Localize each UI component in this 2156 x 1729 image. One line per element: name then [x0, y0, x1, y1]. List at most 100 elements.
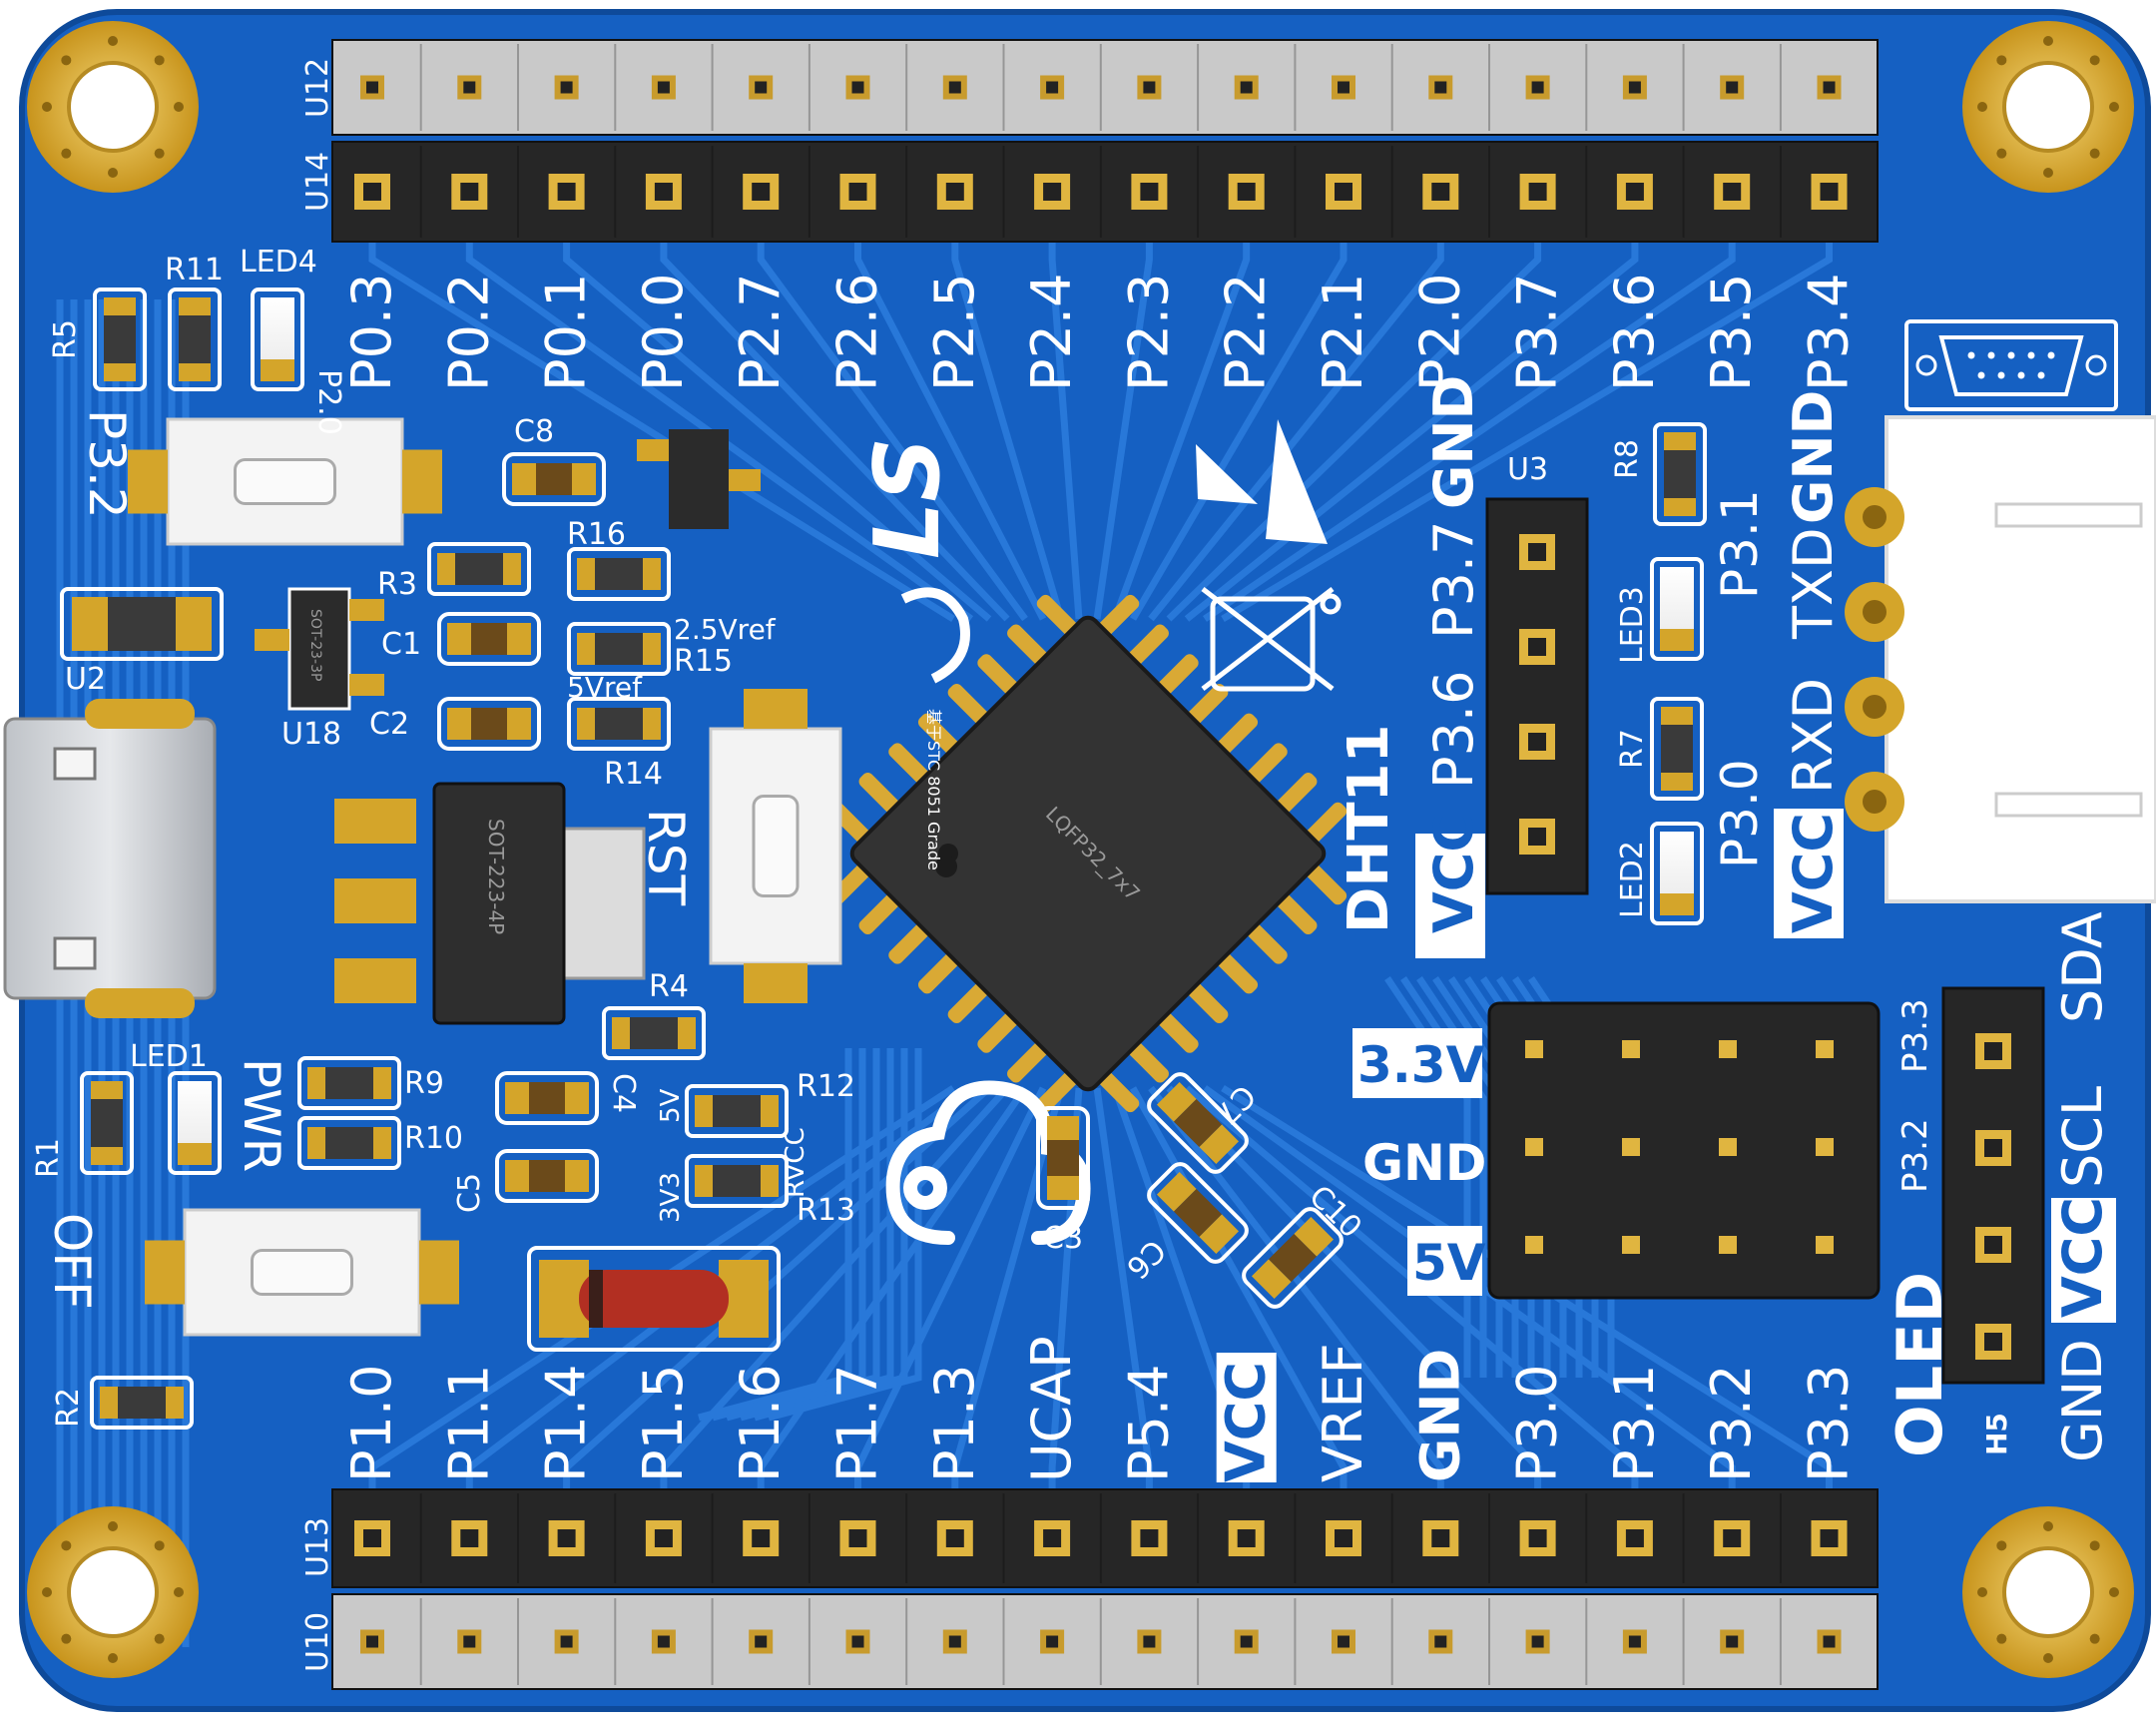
led3-outline: [1650, 557, 1704, 661]
c1-pad: [507, 623, 531, 655]
header-pin-hole: [1237, 1529, 1256, 1547]
top-pin-label: P2.1: [1312, 274, 1374, 391]
r3-label: R3: [377, 567, 417, 602]
power-header-pin: [1719, 1040, 1737, 1058]
r9-pad: [307, 1067, 325, 1099]
r11-label: R11: [165, 253, 224, 288]
header-pin-hole: [557, 183, 576, 201]
oled-vcc-box: [2051, 1198, 2116, 1323]
bottom-pin-label: P1.3: [923, 1365, 986, 1482]
rst-button-pad: [744, 689, 808, 729]
r1-pad: [91, 1081, 123, 1099]
r1-body: [91, 1099, 123, 1147]
led4-outline: [251, 288, 304, 391]
r13-pad: [695, 1165, 713, 1197]
p31-label: P3.1: [1711, 489, 1769, 599]
mounting-hole-via: [42, 1587, 52, 1597]
serial-port-shell-icon: [1938, 335, 2084, 396]
uart-pin-label: GND: [1782, 390, 1845, 524]
r16-pad: [577, 558, 595, 590]
u16-pad: [729, 469, 761, 491]
power-header-pin: [1816, 1236, 1834, 1254]
pwr-button-actuator: [251, 1249, 353, 1296]
led4-pad: [261, 359, 294, 381]
r4-body: [630, 1017, 678, 1049]
u3-label: U3: [1507, 452, 1548, 487]
sel5v-label: 5V: [656, 1088, 686, 1123]
chip-pin: [1156, 654, 1199, 696]
power-header-block: [1487, 1001, 1881, 1300]
r11-outline: [168, 288, 222, 391]
off-label: OFF: [43, 1213, 101, 1310]
regulator-pad: [334, 878, 416, 923]
power-header-pin: [1525, 1138, 1543, 1156]
header-pin-hole: [657, 81, 670, 94]
c2-pad: [507, 708, 531, 740]
diode-body: [579, 1270, 729, 1328]
c3-body: [1047, 1140, 1079, 1176]
r11-pad: [179, 363, 211, 381]
header-pin-hole: [1240, 81, 1253, 94]
uart-connector: [1885, 415, 2156, 903]
c8-outline: [502, 452, 606, 506]
top-pin-label: P3.6: [1603, 274, 1666, 391]
r10-body: [325, 1127, 373, 1159]
header-pin-hole: [1531, 81, 1544, 94]
mounting-holes: [27, 21, 2134, 1678]
power-label: 5V: [1412, 1234, 1486, 1292]
uart-pin-hole: [1863, 790, 1886, 814]
dht11-pin-label: VCC: [1422, 813, 1485, 933]
u18-label: U18: [281, 717, 341, 752]
r7-body: [1661, 725, 1693, 773]
header-pin-hole: [752, 1529, 771, 1547]
c1-outline: [437, 612, 541, 666]
ls-logo: LS 基于STC 8051 Grade: [855, 437, 970, 870]
serial-port-pin-icon: [1967, 351, 1975, 359]
mounting-hole-via: [2043, 36, 2053, 46]
power-header-pin: [1719, 1236, 1737, 1254]
header-pin-hole: [1528, 1529, 1547, 1547]
top-pin-label: P2.3: [1117, 274, 1180, 391]
mounting-hole-via: [1977, 1587, 1987, 1597]
regulator-package-label: SOT-223-4P: [484, 819, 508, 934]
c5-label: C5: [452, 1173, 487, 1213]
top-pin-label: P0.1: [535, 274, 598, 391]
r5-pad: [104, 363, 136, 381]
header-pin-hole: [1237, 183, 1256, 201]
header-pin-hole: [755, 1635, 768, 1648]
uart-vcc-box: [1774, 809, 1844, 938]
header-pin-hole: [1338, 1635, 1349, 1648]
serial-port-screw-icon: [1915, 354, 1937, 376]
top-pin-label: P0.2: [437, 274, 500, 391]
serial-port-pin-icon: [2027, 351, 2035, 359]
uart-pin-hole: [1863, 695, 1886, 719]
r14-pad: [577, 708, 595, 740]
bottom-pin-label: P1.7: [826, 1365, 889, 1482]
header-pin-hole: [1531, 1635, 1544, 1648]
c8-pad: [512, 463, 536, 495]
chip-pin1-marker: [935, 856, 957, 877]
header-pin-hole: [851, 81, 864, 94]
header-pin-hole: [463, 1635, 476, 1648]
bottom-pin-label: P3.3: [1798, 1365, 1861, 1482]
r9-pad: [373, 1067, 391, 1099]
power-header-pin: [1816, 1138, 1834, 1156]
mounting-hole: [67, 61, 159, 153]
header-pin-hole: [1431, 183, 1450, 201]
top-pin-label: P3.7: [1506, 274, 1569, 391]
bottom-pin-label: P3.1: [1603, 1365, 1666, 1482]
r15-pad: [577, 633, 595, 665]
header-pin-hole: [1723, 1529, 1742, 1547]
usb-tab: [53, 747, 97, 781]
power-header-pin: [1622, 1236, 1640, 1254]
r12-outline: [685, 1084, 789, 1138]
header-pin-hole: [460, 183, 479, 201]
c8-pad: [572, 463, 596, 495]
header-pin-hole: [752, 183, 771, 201]
mounting-hole-via: [2043, 1653, 2053, 1663]
r14-label: R14: [604, 757, 663, 792]
header-pin-hole: [363, 183, 381, 201]
c1-body: [471, 623, 507, 655]
vref5-label: 5Vref: [567, 671, 643, 704]
